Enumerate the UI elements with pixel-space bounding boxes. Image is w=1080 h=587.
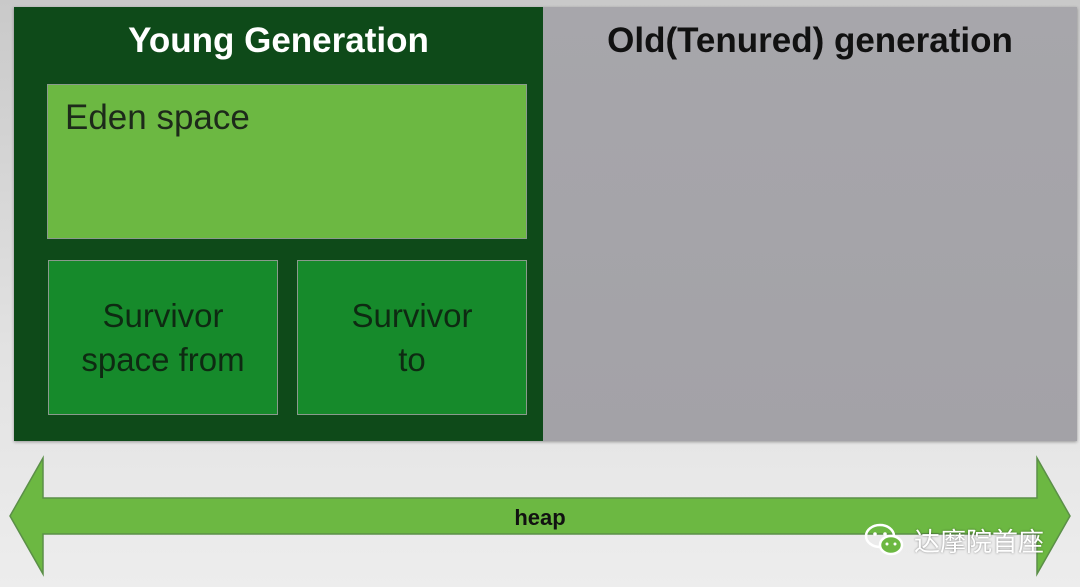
heap-panel: Young Generation Eden space Survivor spa… bbox=[14, 7, 1077, 441]
wechat-icon bbox=[864, 523, 904, 556]
old-generation-title: Old(Tenured) generation bbox=[607, 21, 1013, 60]
survivor-from-label: Survivor space from bbox=[81, 294, 244, 382]
survivor-to-line-2: to bbox=[398, 340, 426, 378]
watermark-text: 达摩院首座 bbox=[914, 526, 1045, 557]
old-generation-region: Old(Tenured) generation bbox=[543, 7, 1077, 441]
young-generation-title: Young Generation bbox=[128, 21, 429, 60]
heap-arrow-shape bbox=[9, 455, 1071, 577]
heap-label: heap bbox=[514, 505, 566, 530]
eden-space-label: Eden space bbox=[65, 98, 250, 137]
survivor-to-box: Survivor to bbox=[297, 260, 527, 415]
heap-double-arrow bbox=[9, 455, 1071, 577]
survivor-from-line-2: space from bbox=[81, 340, 245, 378]
watermark: 达摩院首座 bbox=[864, 520, 1044, 560]
survivor-from-box: Survivor space from bbox=[48, 260, 278, 415]
eden-space-box: Eden space bbox=[47, 84, 527, 239]
survivor-to-line-1: Survivor bbox=[351, 296, 473, 334]
young-generation-region: Young Generation Eden space Survivor spa… bbox=[14, 7, 543, 441]
survivor-from-line-1: Survivor bbox=[102, 296, 224, 334]
survivor-to-label: Survivor to bbox=[351, 294, 472, 382]
